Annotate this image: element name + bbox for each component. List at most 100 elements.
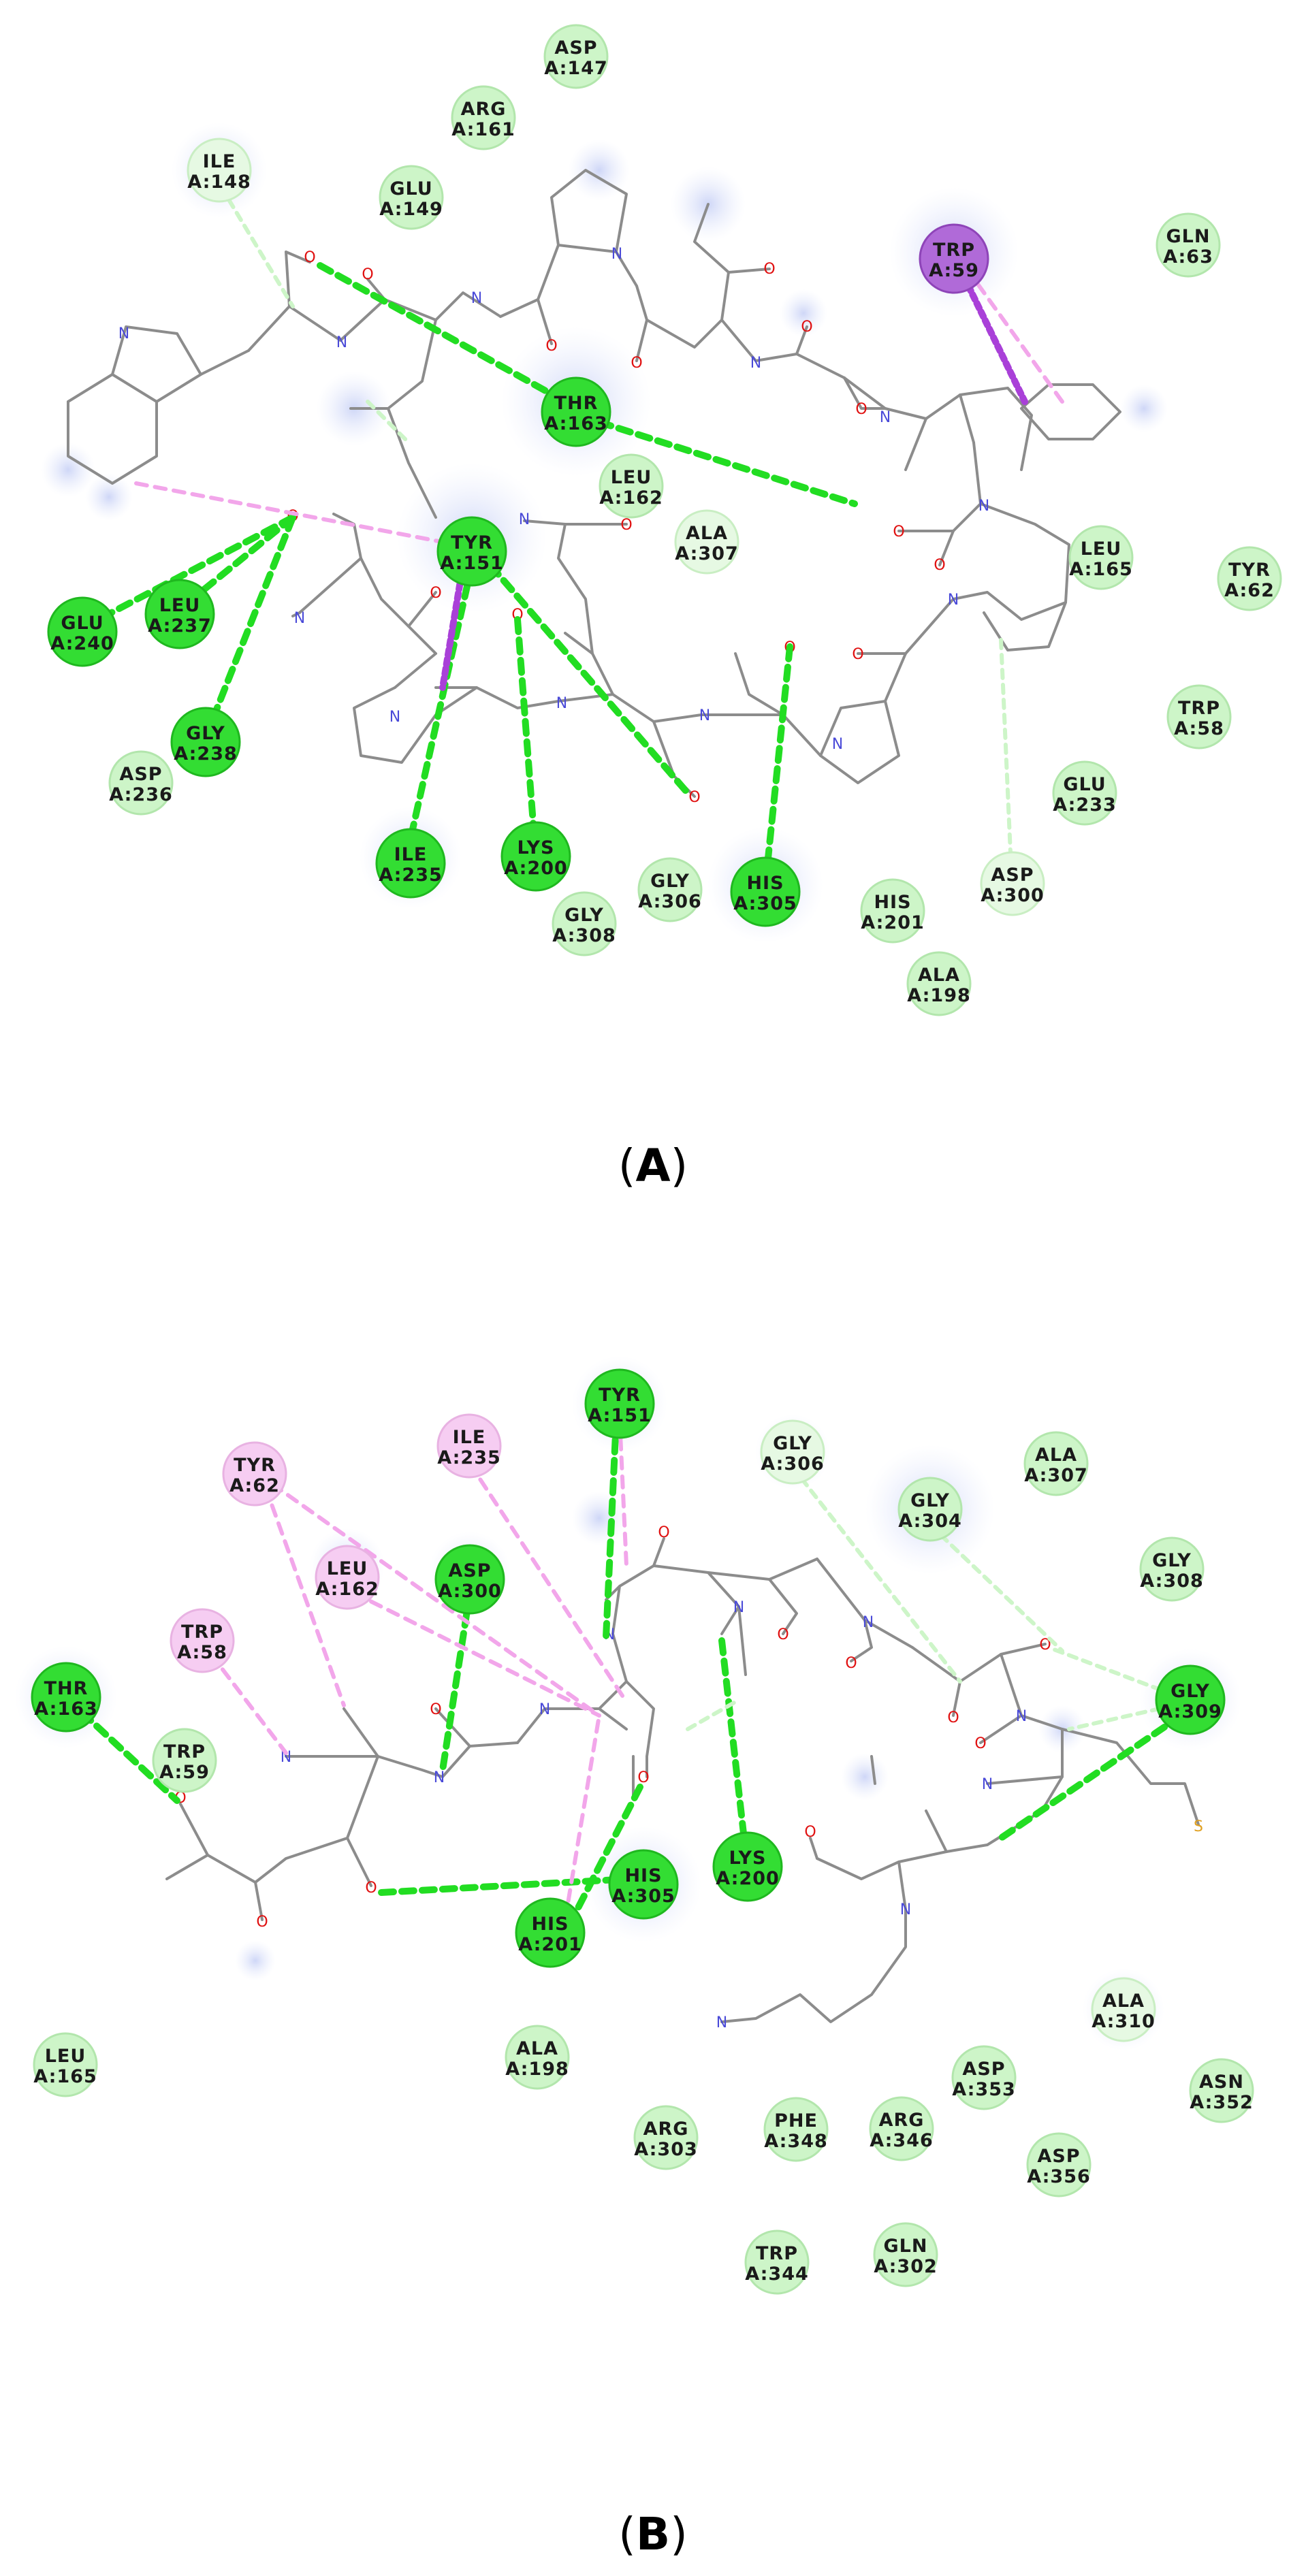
residue-disc xyxy=(1156,212,1221,278)
svg-text:N: N xyxy=(733,1599,744,1616)
residue-chain: A:305 xyxy=(733,893,797,914)
residue-chain: A:161 xyxy=(451,119,515,140)
svg-text:N: N xyxy=(539,1701,550,1718)
svg-text:N: N xyxy=(863,1614,874,1631)
panel-a-label: (A) xyxy=(618,1140,688,1192)
residue-disc xyxy=(505,2025,570,2090)
svg-text:O: O xyxy=(804,1824,816,1841)
residue-disc xyxy=(187,138,252,203)
residue-chain: A:165 xyxy=(1069,559,1133,580)
residue-chain: A:151 xyxy=(440,553,504,574)
residue-chain: A:300 xyxy=(438,1581,502,1602)
residue-chain: A:307 xyxy=(1024,1465,1088,1486)
residue-disc xyxy=(674,509,739,575)
residue-chain: A:302 xyxy=(874,2256,938,2277)
residue-name: GLY xyxy=(773,1433,812,1454)
svg-text:S: S xyxy=(1194,1818,1203,1835)
residue-disc xyxy=(500,821,571,892)
svg-text:N: N xyxy=(832,736,843,753)
svg-text:N: N xyxy=(519,511,530,528)
residue-chain: A:235 xyxy=(379,865,443,886)
svg-text:N: N xyxy=(336,334,347,351)
svg-text:O: O xyxy=(763,261,775,278)
residue-name: GLU xyxy=(389,178,432,199)
residue-name: GLY xyxy=(564,905,604,926)
svg-text:O: O xyxy=(620,517,632,534)
svg-text:N: N xyxy=(900,1901,911,1918)
svg-text:N: N xyxy=(750,355,761,372)
residue-chain: A:163 xyxy=(34,1698,98,1720)
residue-name: LEU xyxy=(159,595,201,616)
residue-disc xyxy=(144,579,215,649)
residue-name: ALA xyxy=(1035,1445,1077,1466)
residue-name: ALA xyxy=(516,2038,558,2059)
residue-disc xyxy=(170,707,241,777)
residue-chain: A:149 xyxy=(379,199,443,220)
residue-chain: A:59 xyxy=(159,1762,210,1783)
svg-text:N: N xyxy=(611,246,622,263)
residue-chain: A:353 xyxy=(952,2079,1016,2100)
svg-text:N: N xyxy=(281,1749,291,1766)
svg-text:O: O xyxy=(430,1701,441,1718)
residue-disc xyxy=(712,1831,783,1902)
residue-disc xyxy=(1217,546,1282,611)
residue-disc xyxy=(152,1728,217,1793)
residue-disc xyxy=(633,2105,699,2170)
residue-name: GLY xyxy=(650,871,690,892)
residue-name: ASP xyxy=(1037,2146,1080,2167)
residue-chain: A:163 xyxy=(544,413,608,434)
svg-text:O: O xyxy=(893,524,904,541)
residue-disc xyxy=(1026,2132,1092,2197)
residue-disc xyxy=(451,85,516,150)
residue-chain: A:300 xyxy=(981,885,1045,906)
svg-text:O: O xyxy=(688,789,700,806)
svg-text:N: N xyxy=(471,290,482,307)
residue-chain: A:198 xyxy=(505,2059,569,2080)
residue-disc xyxy=(515,1897,586,1968)
residue-chain: A:198 xyxy=(907,985,971,1006)
svg-text:O: O xyxy=(947,1709,959,1726)
residue-disc xyxy=(379,165,444,230)
residue-name: GLY xyxy=(910,1490,950,1511)
panel-b-diagram: O O O O O O O O O O O O S N N N N N N N … xyxy=(15,1356,1254,2560)
svg-text:O: O xyxy=(852,646,863,663)
residue-chain: A:59 xyxy=(929,260,979,281)
residue-disc xyxy=(1091,1977,1156,2042)
residue-name: TYR xyxy=(599,1385,641,1406)
residue-disc xyxy=(315,1545,380,1610)
svg-text:N: N xyxy=(556,695,567,712)
residue-chain: A:162 xyxy=(315,1579,379,1600)
residue-chain: A:162 xyxy=(599,487,663,509)
residue-disc xyxy=(543,24,609,89)
residue-name: HIS xyxy=(624,1865,662,1886)
residue-name: TRP xyxy=(933,240,975,261)
residue-disc xyxy=(47,596,118,667)
residue-chain: A:62 xyxy=(229,1475,280,1496)
residue-chain: A:304 xyxy=(898,1511,962,1532)
residue-chain: A:309 xyxy=(1158,1701,1222,1722)
residue-chain: A:348 xyxy=(764,2131,828,2152)
panel-a-atoms: O O O O O O O O O O O O O O O O N N N N … xyxy=(118,246,989,806)
residue-disc xyxy=(434,1544,505,1615)
